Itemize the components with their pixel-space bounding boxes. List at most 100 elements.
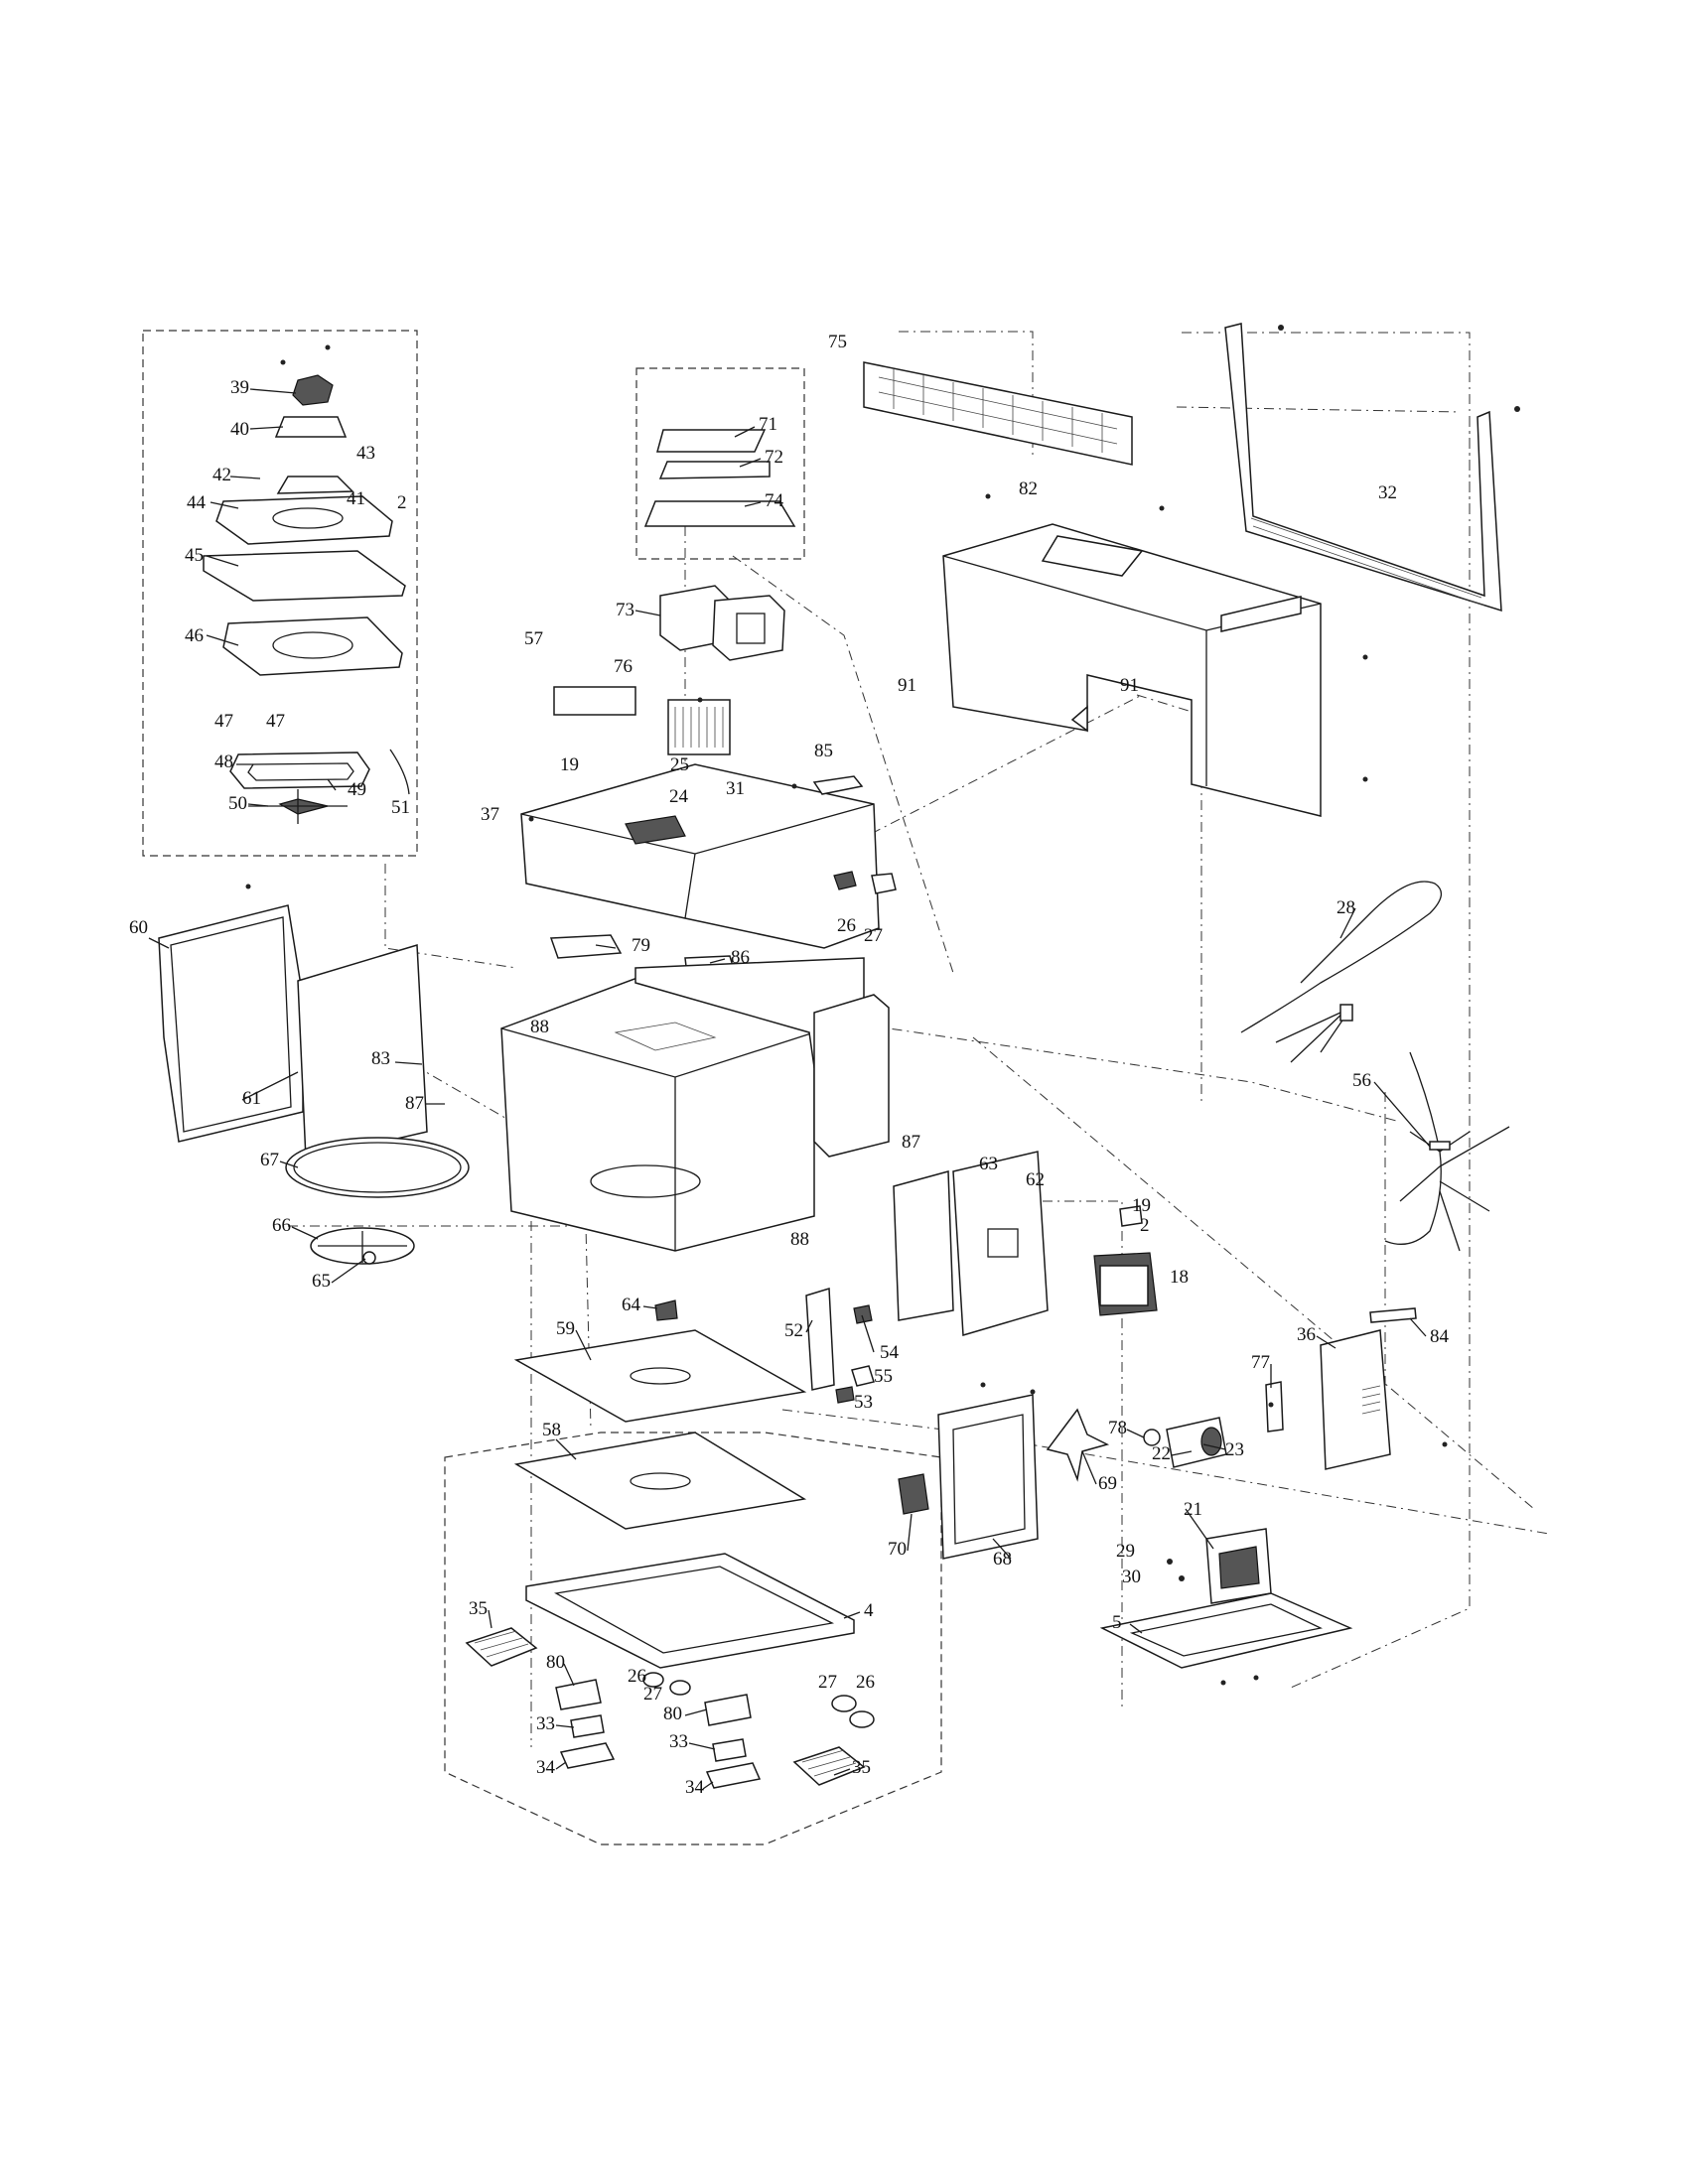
- callout-79: 79: [632, 935, 650, 956]
- callout-80b: 80: [663, 1704, 682, 1724]
- callout-71: 71: [759, 414, 777, 435]
- callout-31: 31: [726, 778, 745, 799]
- power-cord-part: [1240, 881, 1442, 1063]
- motor-70-part: [898, 1473, 929, 1515]
- callout-67: 67: [260, 1150, 279, 1170]
- callout-4: 4: [864, 1600, 874, 1621]
- bottom-glass-plate-part: [513, 1329, 807, 1423]
- callout-56: 56: [1352, 1070, 1371, 1091]
- back-panel-part: [813, 994, 890, 1158]
- callout-33a: 33: [536, 1713, 555, 1734]
- fan-motor-part: [1143, 1417, 1227, 1468]
- callout-34b: 34: [685, 1777, 705, 1798]
- callout-2: 2: [397, 492, 407, 513]
- coupler-65-part: [362, 1251, 376, 1265]
- callout-84: 84: [1430, 1326, 1450, 1347]
- door-frame-part: [158, 904, 304, 1143]
- fan-blade-part: [1046, 1408, 1110, 1482]
- callout-57: 57: [524, 628, 543, 649]
- callout-labels: 39 40 43 42 41 2 44 45 46 47 47 48 49 50…: [129, 332, 1450, 1798]
- rear-bracket-part: [1320, 1329, 1391, 1470]
- callout-58: 58: [542, 1420, 561, 1440]
- callout-66: 66: [272, 1215, 291, 1236]
- wall-mounting-plate-part: [1224, 323, 1520, 613]
- plate-77-part: [1265, 1381, 1284, 1433]
- callout-36: 36: [1297, 1324, 1316, 1345]
- wire-harness-part: [1384, 1051, 1510, 1252]
- callout-34a: 34: [536, 1757, 556, 1778]
- grease-filter-35a-part: [465, 1627, 538, 1667]
- filter-frame-part: [658, 461, 771, 479]
- callout-85: 85: [814, 741, 833, 761]
- filter-cover-part: [656, 429, 767, 453]
- wire-part: [389, 749, 410, 795]
- callout-52: 52: [784, 1320, 803, 1341]
- callout-78: 78: [1108, 1418, 1127, 1438]
- air-guide-part: [520, 763, 880, 949]
- turntable-motor-part: [292, 374, 334, 406]
- roller-ring-part: [310, 1227, 415, 1265]
- callout-47b: 47: [266, 711, 285, 732]
- callout-53: 53: [854, 1392, 873, 1413]
- lamp-frame-34b-part: [705, 1762, 762, 1789]
- parts-29-30: [1167, 1559, 1185, 1581]
- callout-46: 46: [185, 625, 204, 646]
- callout-73: 73: [616, 600, 634, 620]
- callout-75: 75: [828, 332, 847, 352]
- callout-48: 48: [214, 751, 233, 772]
- screws: [245, 344, 1448, 1686]
- callout-64: 64: [622, 1295, 641, 1315]
- callout-40: 40: [230, 419, 249, 440]
- leader-lines: [288, 331, 1550, 1747]
- callout-35a: 35: [469, 1598, 488, 1619]
- vent-grille-part: [863, 361, 1133, 466]
- frame-base-subassembly: [444, 1432, 942, 1845]
- coupler-part: [276, 476, 354, 494]
- callout-27c: 27: [818, 1672, 837, 1693]
- lamp-holder-80a-part: [555, 1679, 602, 1710]
- lower-plate-part: [222, 616, 403, 676]
- callout-26a: 26: [837, 915, 856, 936]
- callout-32: 32: [1378, 482, 1397, 503]
- callout-leaders: [148, 388, 1431, 1790]
- callout-42: 42: [212, 465, 231, 485]
- callout-87a: 87: [405, 1093, 424, 1114]
- charcoal-filter-part: [553, 686, 636, 716]
- bottom-frame-part: [525, 1553, 855, 1669]
- callout-87b: 87: [902, 1132, 920, 1153]
- callout-63: 63: [979, 1154, 998, 1174]
- base-plate-part: [1099, 1592, 1353, 1669]
- callout-77: 77: [1251, 1352, 1270, 1373]
- callout-25: 25: [670, 754, 689, 775]
- callout-65: 65: [312, 1271, 331, 1292]
- frame-turntable-motor-subassembly: [142, 330, 418, 857]
- filter-tray-part: [643, 500, 796, 527]
- callout-37: 37: [481, 804, 499, 825]
- callout-41: 41: [347, 488, 365, 509]
- lamp-holder-80b-part: [704, 1694, 752, 1726]
- callout-19a: 19: [560, 754, 579, 775]
- thermostat-19-2-part: [1119, 1205, 1143, 1227]
- callout-55: 55: [874, 1366, 893, 1387]
- callout-50: 50: [228, 793, 247, 814]
- callout-27a: 27: [864, 925, 883, 946]
- callout-70: 70: [888, 1539, 907, 1560]
- callout-35b: 35: [852, 1757, 871, 1778]
- bulbs-26-27-base-part: [642, 1672, 875, 1728]
- callout-43: 43: [356, 443, 375, 464]
- magnetron-part: [1093, 1252, 1158, 1316]
- door-window-part: [297, 944, 428, 1160]
- callout-51: 51: [391, 797, 410, 818]
- plate-79-part: [549, 934, 623, 959]
- upper-plate-part: [215, 495, 393, 545]
- callout-91a: 91: [898, 675, 916, 696]
- callout-24: 24: [669, 786, 689, 807]
- motor-bracket-part: [274, 416, 348, 438]
- lamp-frame-34a-part: [559, 1742, 616, 1769]
- waveguide-part: [952, 1151, 1049, 1336]
- callout-45: 45: [185, 545, 204, 566]
- callout-29: 29: [1116, 1541, 1135, 1562]
- lamp-cover-33b-part: [712, 1738, 747, 1762]
- bracket-85-part: [812, 775, 864, 795]
